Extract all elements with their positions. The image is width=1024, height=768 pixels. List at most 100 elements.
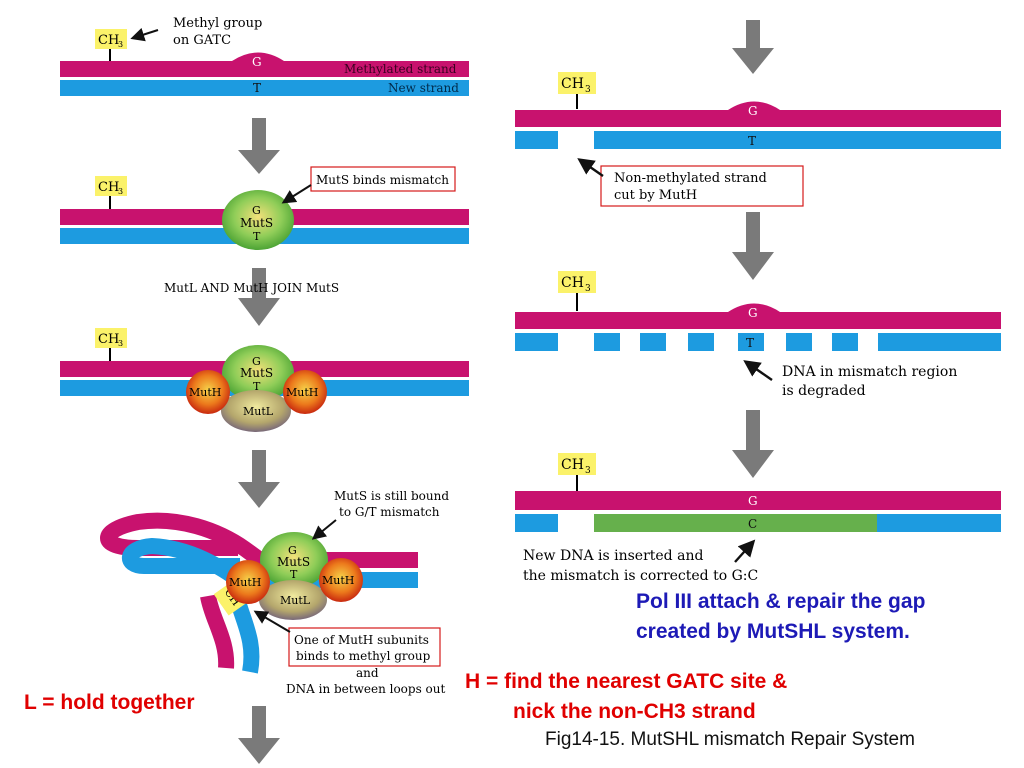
muts-binds-mismatch-label: MutS binds mismatch: [316, 173, 449, 187]
base-g: G: [252, 204, 261, 217]
h-note: H = find the nearest GATC site & nick th…: [465, 667, 865, 727]
muts-protein: [222, 345, 294, 401]
loops-out-label-2: DNA in between loops out: [286, 682, 446, 696]
methylated-strand-loop: [100, 512, 418, 568]
muth-protein: [319, 558, 363, 602]
methylated-strand: [515, 491, 1001, 510]
ch3-label: CH: [561, 457, 584, 473]
muth-label: MutH: [229, 576, 261, 589]
muth-binds-label-1: One of MutH subunits: [294, 633, 429, 647]
figure-caption: Fig14-15. MutSHL mismatch Repair System: [545, 729, 915, 750]
pol-iii-note: Pol III attach & repair the gap created …: [636, 587, 1006, 647]
base-t: T: [253, 81, 261, 95]
panel-4-loop: CH G MutS T MutH MutH MutL MutS is still…: [100, 489, 449, 696]
muth-label: MutH: [189, 386, 221, 399]
process-arrow: [732, 410, 774, 478]
new-dna-segment: [594, 514, 877, 532]
base-g: G: [748, 306, 758, 320]
ch3-box: [558, 271, 596, 293]
panel-2-muts-binds: CH 3 G MutS T MutS binds mismatch: [60, 166, 469, 250]
base-t: T: [253, 230, 261, 243]
callout-box: [600, 165, 804, 207]
methyl-group-label-2: on GATC: [173, 33, 231, 48]
muts-label: MutS: [277, 555, 310, 569]
ch3-box: [95, 176, 127, 196]
methylated-strand-label: Methylated strand: [344, 62, 457, 76]
methylated-strand: [515, 303, 1001, 329]
process-arrow: [238, 450, 280, 508]
base-t: T: [746, 336, 754, 350]
new-strand: [515, 514, 558, 532]
callout-box: [288, 627, 441, 667]
ch3-box: [558, 453, 596, 475]
panel-r2-degraded: CH 3 G T DNA in mismatch region is degra…: [515, 271, 1001, 399]
process-arrow: [238, 706, 280, 764]
mutl-label: MutL: [280, 594, 311, 607]
callout-box: [310, 166, 456, 192]
inserted-label-1: New DNA is inserted and: [523, 548, 703, 564]
new-strand-label: New strand: [388, 81, 459, 95]
methyl-pointer-arrow: [130, 27, 159, 42]
muth-protein: [186, 370, 230, 414]
muts-still-bound-label-2: to G/T mismatch: [339, 505, 440, 519]
pol-iii-note-line-2: created by MutSHL system.: [636, 620, 910, 643]
l-note: L = hold together: [24, 691, 195, 714]
panel-r1-cut: CH 3 G T Non-methylated strand cut by Mu…: [515, 72, 1001, 207]
ch3-subscript: 3: [118, 187, 123, 196]
mutl-protein: [259, 580, 327, 620]
process-arrow: [732, 212, 774, 280]
ch3-box: [213, 580, 249, 616]
ch3-subscript: 3: [118, 40, 123, 49]
base-t: T: [253, 380, 261, 393]
process-arrow: [238, 118, 280, 174]
base-g: G: [252, 55, 262, 69]
panel-1-mismatch: CH 3 Methyl group on GATC G T Methylated…: [60, 16, 469, 96]
degraded-label-2: is degraded: [782, 383, 866, 399]
mutl-label: MutL: [243, 405, 274, 418]
base-g: G: [288, 544, 297, 557]
cut-by-muth-label-1: Non-methylated strand: [614, 171, 767, 186]
muth-protein: [226, 560, 270, 604]
panel-3-complex: CH 3 G MutS T MutH MutH MutL: [60, 328, 469, 432]
base-t: T: [748, 134, 756, 148]
muth-label: MutH: [322, 574, 354, 587]
methylated-strand: [515, 101, 1001, 127]
base-g: G: [748, 494, 758, 508]
pol-iii-note-line-1: Pol III attach & repair the gap: [636, 590, 926, 613]
muts-protein: [260, 532, 328, 588]
base-t: T: [290, 568, 298, 581]
muts-protein: [222, 190, 294, 250]
process-arrow: [732, 20, 774, 74]
ch3-label: CH: [561, 76, 584, 92]
muth-binds-label-2: binds to methyl group: [296, 649, 431, 663]
ch3-box: [95, 328, 127, 348]
new-strand: [877, 514, 1001, 532]
muth-label: MutH: [286, 386, 318, 399]
degraded-label-1: DNA in mismatch region: [782, 364, 957, 380]
process-arrow: [238, 268, 280, 326]
mutl-muth-join-label: MutL AND MutH JOIN MutS: [164, 281, 339, 295]
ch3-subscript: 3: [585, 85, 591, 95]
inserted-label-2: the mismatch is corrected to G:C: [523, 568, 758, 584]
muts-label: MutS: [240, 366, 273, 380]
ch3-subscript: 3: [118, 339, 123, 348]
ch3-subscript: 3: [585, 284, 591, 294]
degraded-new-strand: [515, 333, 1001, 351]
muts-still-bound-label-1: MutS is still bound: [334, 489, 449, 503]
ch3-label: CH: [561, 275, 584, 291]
loops-out-label-1: and: [356, 666, 379, 680]
muts-label: MutS: [240, 216, 273, 230]
cut-by-muth-label-2: cut by MutH: [614, 188, 697, 203]
methylated-strand: [60, 52, 469, 77]
h-note-line-1: H = find the nearest GATC site &: [465, 670, 788, 693]
base-g: G: [748, 104, 758, 118]
ch3-label: CH: [98, 33, 119, 48]
base-g: G: [252, 355, 261, 368]
muth-protein: [283, 370, 327, 414]
ch3-subscript: 3: [585, 466, 591, 476]
methyl-group-label-1: Methyl group: [173, 16, 262, 31]
new-strand: [60, 80, 469, 96]
ch3-box: [558, 72, 596, 94]
mutl-protein: [221, 390, 291, 432]
